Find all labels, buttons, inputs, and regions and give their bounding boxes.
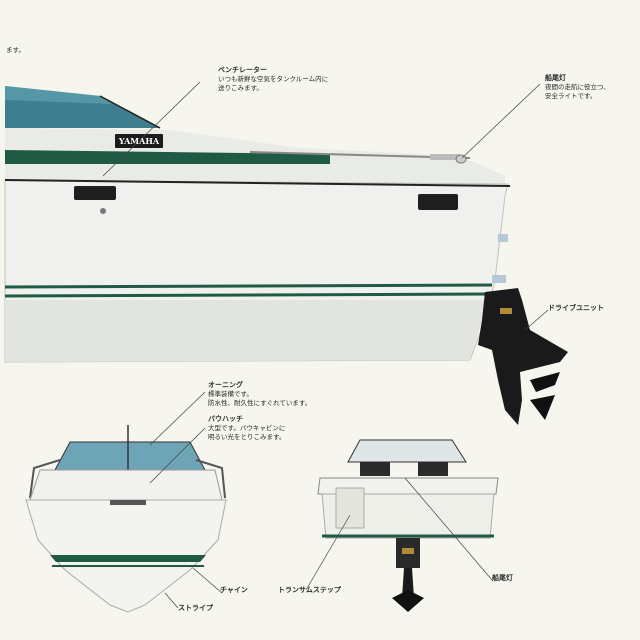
leader-lines <box>102 81 549 609</box>
text-fragment: ます。 <box>6 46 25 54</box>
drive-unit <box>478 234 568 425</box>
boat-front-view <box>25 425 227 613</box>
callout-awning: オーニング 標準装備です。 防水性、耐久性にすぐれています。 <box>208 381 312 407</box>
boat-rear-view <box>317 439 499 612</box>
vent-right <box>418 194 458 210</box>
callout-stripe: ストライプ <box>178 604 213 612</box>
windshield-glare <box>5 86 112 104</box>
callout-drive-unit: ドライブユニット <box>548 304 604 312</box>
callout-ventilator: ベンチレーター いつも新鮮な空気をタンクルーム内に 送りこみます。 <box>218 66 329 92</box>
brand-badge-text: YAMAHA <box>118 136 160 146</box>
vent-left <box>74 186 116 200</box>
callout-stern-light-top: 船尾灯 夜間の走航に役立つ、 安全ライトです。 <box>545 74 610 100</box>
callout-bow-hatch: バウハッチ 大型です。バウキャビンに 明るい光をとりこみます。 <box>208 415 286 441</box>
callout-stern-light-bottom: 船尾灯 <box>492 574 513 582</box>
boat-side-view <box>4 86 568 425</box>
callout-transom-step: トランサムステップ <box>278 586 341 594</box>
callout-chine: チャイン <box>220 586 248 594</box>
hull-stripe <box>4 283 493 289</box>
deck-stripe <box>5 150 330 164</box>
